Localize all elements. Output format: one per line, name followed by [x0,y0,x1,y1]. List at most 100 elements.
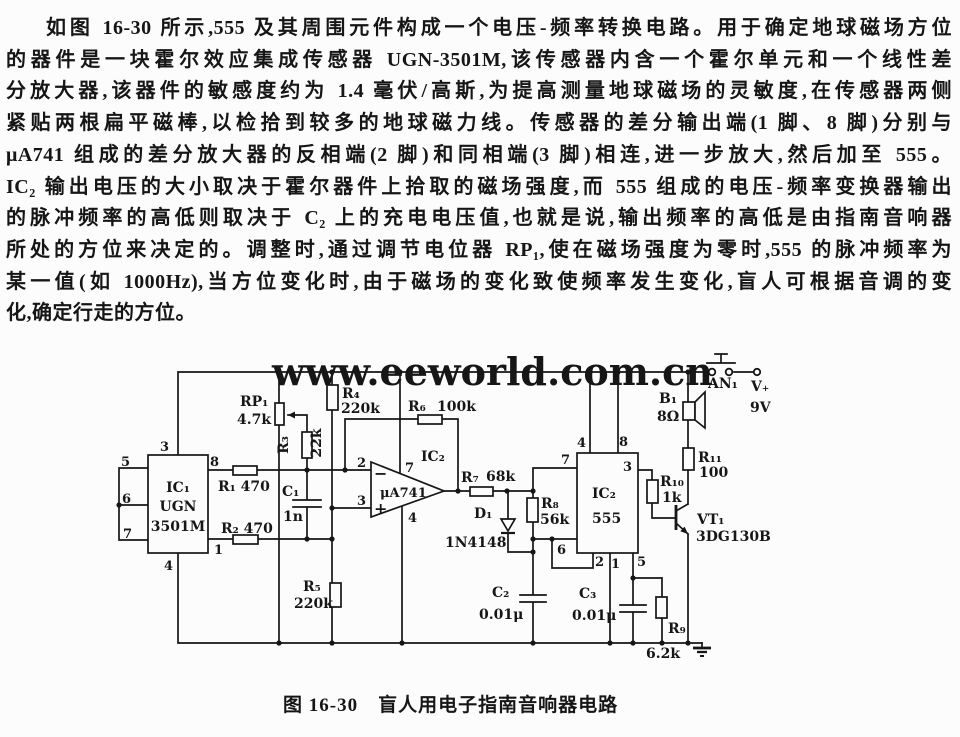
potentiometer-rp1: RP₁ 4.7k [237,394,295,428]
pushbutton-an1: AN₁ [706,353,738,392]
r8-value: 56k [540,512,569,528]
wire-top-rail [177,371,709,456]
ic1-hall-sensor: IC₁ UGN 3501M 3 5 6 7 8 1 4 [121,440,223,574]
c1-ref: C₁ [282,484,299,500]
speaker-b1: B₁ 8Ω [657,389,706,430]
resistor-body [232,465,258,476]
supply-terminal: V₊ 9V [750,367,772,416]
switch-actuator [706,353,736,364]
capacitor-c2: C₂ 0.01μ [479,585,523,623]
paragraph-line: 如图 16-30 所示,555 及其周围元件构成一个电压-频率转换电路。用于确定… [46,17,952,39]
resistor-body [417,414,443,425]
ic2-pin4-label: 4 [577,436,586,451]
r2-label: R₂ 470 [221,521,273,537]
resistor-r3: R₃ 22k [276,428,325,459]
diode-triangle [499,518,517,533]
opamp-name: μA741 [380,486,427,501]
opamp-ua741: 2 3 − + μA741 7 4 IC₂ [357,449,447,526]
ic2-555-timer: IC₂ 555 4 8 7 6 3 2 1 5 [557,435,646,572]
wire-555-pin5-c3-r9 [619,552,663,644]
wire-d1-c2 [507,490,547,644]
wire-555-pin3 [637,469,677,519]
circuit-schematic: www.eeworld.com.cn [116,350,772,662]
ic2-name: 555 [592,511,621,527]
paragraph-line: 的脉冲频率的高低则取决于 C₂ 上的充电电压值,也就是说,输出频率的高低是由指南… [6,207,952,230]
opamp-pin7-label: 7 [405,461,414,476]
ic2-pin2-label: 2 [595,555,604,570]
ic1-pin1-label: 1 [214,543,223,558]
junction-dots [116,369,691,646]
vplus-label: V₊ [750,379,769,395]
r10-ref: R₁₀ [660,474,684,490]
c2-value: 0.01μ [479,607,523,623]
wire-audio-column [674,371,690,644]
resistor-r6: R₆ 100k [408,399,476,425]
resistor-body [329,582,342,608]
rp1-value: 4.7k [237,412,271,428]
ic1-pin7-label: 7 [123,527,132,542]
r11-value: 100 [699,465,728,481]
resistor-body [326,384,339,411]
resistor-body [301,431,313,459]
c3-ref: C₃ [579,586,596,602]
ic2-pin7-label: 7 [561,453,570,468]
paragraph-line: IC₂ 输出电压的大小取决于霍尔器件上拾取的磁场强度,而 555 组成的电压-频… [6,175,952,198]
ic1-pin5-label: 5 [121,455,130,470]
diode-d1: D₁ 1N4148 [445,506,517,551]
r3-value: 22k [309,428,325,457]
figure-caption: 图 16-30 盲人用电子指南音响器电路 [283,695,619,716]
paragraph-line: 某一值(如 1000Hz),当方位变化时,由于磁场的变化致使频率发生变化,盲人可… [6,270,952,293]
resistor-r1: R₁ 470 [218,465,270,495]
ic1-ref: IC₁ [166,480,190,496]
resistor-body [469,486,494,497]
an1-label: AN₁ [707,376,738,392]
resistor-body [646,479,659,504]
ic2-pin1-label: 1 [611,557,620,572]
wire-rp1 [278,371,308,644]
transistor-vt1: VT₁ 3DG130B [674,505,771,545]
resistor-body [232,534,259,545]
wire-555-pin4-8 [589,371,619,454]
r3-ref: R₃ [276,436,292,454]
opamp-pin4-label: 4 [408,511,417,526]
r4-ref: R₄ [342,386,360,402]
ic1-pin4-label: 4 [164,559,173,574]
speaker-driver [682,401,696,421]
pot-wiper-arrow [288,411,295,419]
vt1-value: 3DG130B [696,529,771,545]
resistor-body [682,447,695,471]
wire-ground-rail [177,552,703,644]
resistor-r9: R₉ 6.2k [646,596,686,662]
r1-label: R₁ 470 [218,479,270,495]
r7-value: 68k [486,469,515,485]
paragraph-line: 分放大器,该器件的敏感度约为 1.4 毫伏/高斯,为提高测量地球磁场的灵敏度,在… [6,80,952,103]
ic1-pin8-label: 8 [210,455,219,470]
switch-contact-right [724,367,734,377]
voltage-label: 9V [750,400,772,416]
pot-body [274,402,285,426]
paragraph-line: μA741 组成的差分放大器的反相端(2 脚)和同相端(3 脚)相连,进一步放大… [6,143,952,166]
resistor-body [655,596,668,619]
ic2-body [576,452,639,554]
r6-ref: R₆ [408,399,426,415]
r11-ref: R₁₁ [698,450,722,466]
wire-opamp-supply [399,371,403,644]
capacitor-c3: C₃ 0.01μ [572,586,616,624]
wire-feedback [344,418,459,492]
d1-ref: D₁ [474,506,492,522]
resistor-r4: R₄ 220k [326,384,380,417]
paragraph-line: 紧贴两根扁平磁棒,以检拾到较多的地球磁力线。传感器的差分输出端(1 脚、8 脚)… [6,112,952,135]
resistor-r7: R₇ 68k [461,469,515,497]
ic2-pin8-label: 8 [619,435,628,450]
paragraph-line: 所处的方位来决定的。调整时,通过调节电位器 RP₁,使在磁场强度为零时,555 … [6,238,952,261]
opamp-pin2-label: 2 [357,456,366,471]
resistor-r5: R₅ 220k [294,579,342,612]
ic1-name-line2: 3501M [151,519,205,535]
vt1-ref: VT₁ [696,512,724,528]
ic1-pin6-label: 6 [122,492,131,507]
transistor-emitter-arrow [680,526,688,534]
r5-value: 220k [294,596,333,612]
supply-terminal-circle [752,367,762,377]
opamp-pin3-label: 3 [357,494,366,509]
ic2-ref: IC₂ [592,486,616,502]
